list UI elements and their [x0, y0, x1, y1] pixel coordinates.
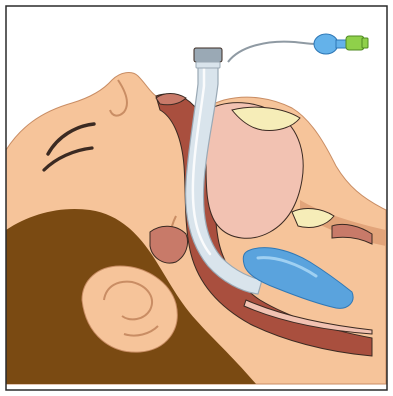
- pilot-balloon-neck: [336, 40, 346, 48]
- valve-connector-tip: [362, 38, 368, 48]
- lower-jaw-tissue: [150, 226, 188, 263]
- tube-connector: [194, 48, 222, 62]
- tube-connector-ring: [196, 62, 220, 68]
- pilot-balloon: [314, 34, 338, 54]
- valve-connector: [346, 36, 364, 50]
